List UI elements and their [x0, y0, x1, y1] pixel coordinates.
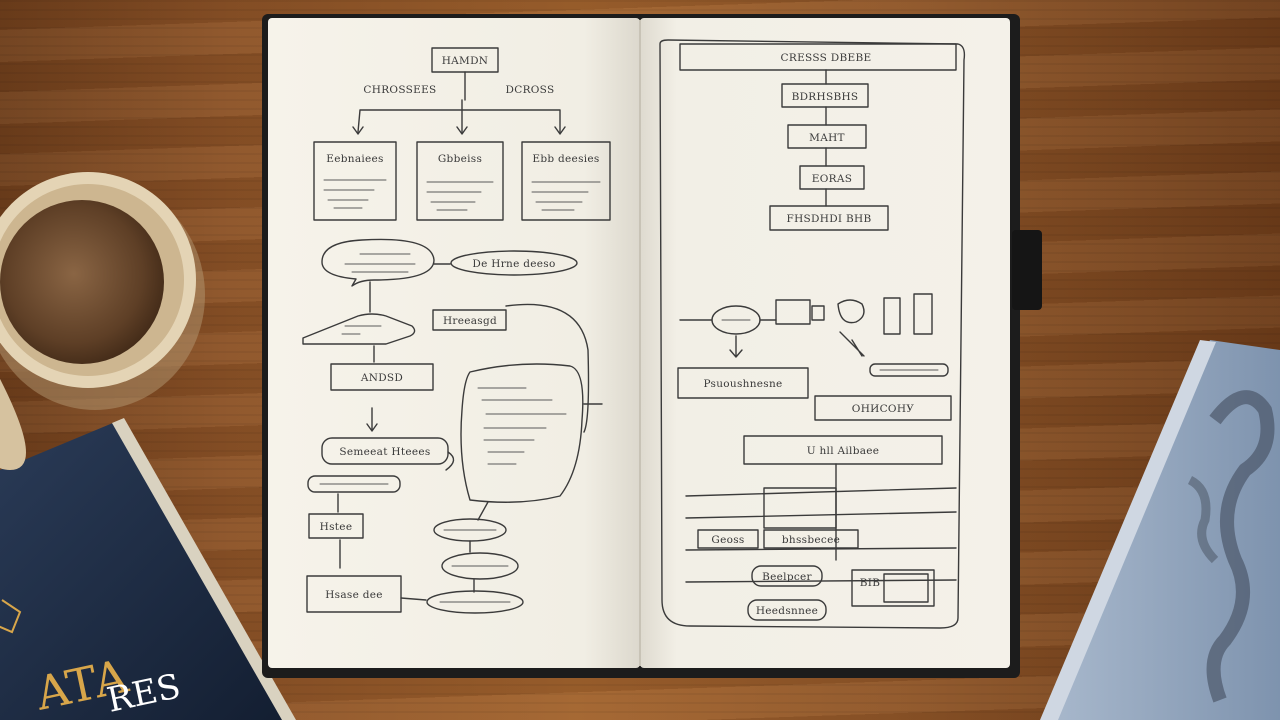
bottom-box-label: Hsase dee — [325, 589, 383, 601]
row-left-label: Geoss — [711, 534, 744, 546]
wide-box-label: U hll Ailbaee — [807, 445, 880, 457]
bottom-left-label: Beelpcer — [762, 571, 812, 583]
right-page — [640, 18, 1010, 668]
bottom-left-pill — [751, 565, 823, 587]
speech-bubble — [321, 238, 435, 287]
branch-label-left: CHROSSEES — [363, 84, 436, 96]
stack-box-1 — [781, 83, 869, 108]
title-box-label: HAMDN — [442, 55, 489, 67]
card-3 — [521, 141, 611, 221]
left-box-label: Psuoushnesne — [703, 378, 782, 390]
header-box — [679, 43, 957, 71]
stack-box-4 — [769, 205, 889, 231]
header-label: CRESSS DBEBE — [781, 52, 872, 64]
left-page — [268, 18, 640, 668]
wide-box — [743, 435, 943, 465]
card-1 — [313, 141, 397, 221]
grid-box — [814, 395, 952, 421]
tag-box — [432, 309, 507, 331]
top-ellipse — [450, 250, 578, 276]
right-page-flowchart: CRESSS DBEBE BDRHSBHS MAHT EORAS FHSDHDI… — [659, 39, 966, 629]
bottom-pill-label: Heedsnnee — [756, 605, 818, 617]
grid-small-box — [851, 569, 935, 607]
left-page-flowchart: HAMDN CHROSSEES DCROSS Eebnaiees Gbbeiss… — [302, 47, 611, 614]
top-ellipse-label: De Hrne deeso — [472, 258, 555, 270]
wide-pill-label: Semeeat Hteees — [339, 446, 430, 458]
process-box-label: ANDSD — [360, 372, 403, 384]
grid-small-label: BIB — [860, 577, 880, 589]
wide-pill — [321, 437, 449, 465]
row-left-box — [697, 529, 759, 549]
card-3-title: Ebb deesies — [532, 153, 599, 165]
decision-shape — [302, 313, 416, 345]
branch-label-right: DCROSS — [506, 84, 555, 96]
book-emblem-icon — [0, 599, 22, 634]
stack-box-2 — [787, 124, 867, 149]
card-2 — [416, 141, 504, 221]
small-box — [308, 513, 364, 539]
stack-box-3 — [799, 165, 865, 190]
notebook — [262, 14, 1042, 678]
stack-label-2: MAHT — [809, 132, 845, 144]
tag-box-label: Hreeasgd — [443, 315, 497, 327]
card-2-title: Gbbeiss — [438, 153, 482, 165]
right-book — [1040, 340, 1280, 720]
right-frame — [659, 39, 966, 629]
coffee-mug — [0, 172, 205, 470]
process-box — [330, 363, 434, 391]
grid-box-label: ОНИСОНУ — [852, 403, 915, 415]
bottom-box — [306, 575, 402, 613]
stack-label-4: FHSDHDI BHB — [786, 213, 871, 225]
stack-label-3: EORAS — [812, 173, 852, 185]
note-card — [460, 363, 584, 503]
coffee-surface — [0, 200, 164, 364]
bottom-pill — [747, 599, 827, 621]
left-box — [677, 367, 809, 399]
card-1-title: Eebnaiees — [326, 153, 384, 165]
left-book: ATA RES — [0, 418, 296, 720]
row-right-box — [763, 529, 859, 549]
stack-label-1: BDRHSBHS — [792, 91, 859, 103]
small-box-label: Hstee — [320, 521, 353, 533]
row-right-label: bhssbecee — [782, 534, 840, 546]
